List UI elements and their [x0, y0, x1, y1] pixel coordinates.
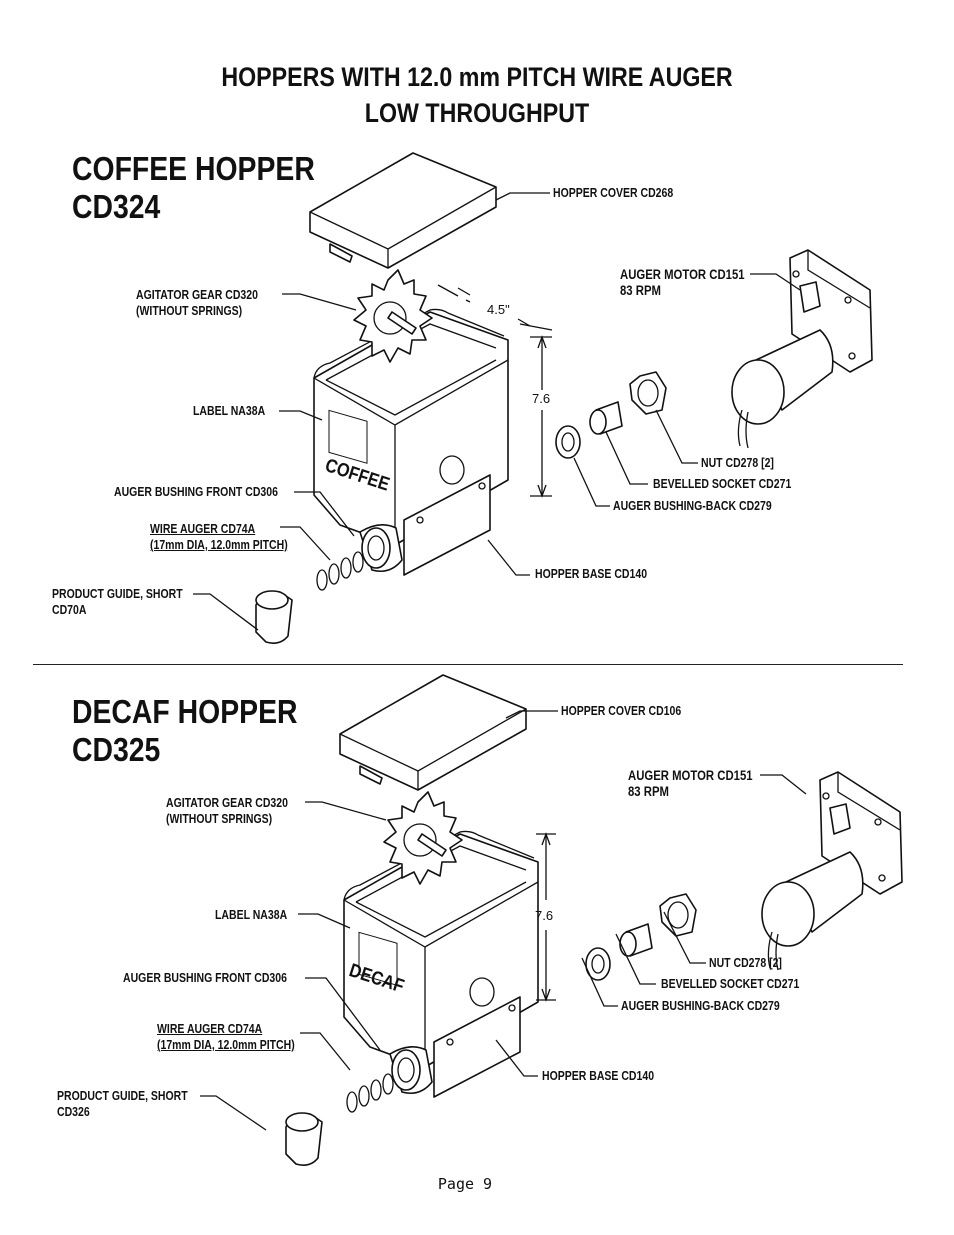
coffee-label-auger-motor: AUGER MOTOR CD151 83 RPM — [620, 267, 745, 299]
decaf-label-label: LABEL NA38A — [215, 908, 288, 922]
coffee-label-bushing-back: AUGER BUSHING-BACK CD279 — [613, 499, 772, 513]
decaf-agitator-gear-line-2: (WITHOUT SPRINGS) — [166, 812, 273, 826]
coffee-label-hopper-cover: HOPPER COVER CD268 — [553, 186, 674, 200]
decaf-wire-auger-line-2: (17mm DIA, 12.0mm PITCH) — [157, 1038, 295, 1052]
coffee-auger-motor-line-2: 83 RPM — [620, 283, 661, 298]
decaf-label-agitator-gear: AGITATOR GEAR CD320 (WITHOUT SPRINGS) — [166, 795, 288, 827]
coffee-heading-name: COFFEE HOPPER — [72, 150, 315, 187]
coffee-wire-auger-line-1: WIRE AUGER CD74A — [150, 522, 256, 536]
decaf-label-auger-motor: AUGER MOTOR CD151 83 RPM — [628, 768, 753, 800]
coffee-agitator-gear-line-1: AGITATOR GEAR CD320 — [136, 288, 258, 302]
coffee-label-hopper-base: HOPPER BASE CD140 — [535, 567, 648, 581]
coffee-auger-motor-line-1: AUGER MOTOR CD151 — [620, 267, 745, 282]
coffee-label-agitator-gear: AGITATOR GEAR CD320 (WITHOUT SPRINGS) — [136, 287, 258, 319]
coffee-leader-lines — [193, 192, 801, 631]
decaf-label-nut: NUT CD278 [2] — [709, 956, 782, 970]
decaf-leader-lines — [200, 710, 807, 1131]
page-title-line-2: LOW THROUGHPUT — [364, 98, 590, 128]
decaf-label-hopper-cover: HOPPER COVER CD106 — [561, 704, 682, 718]
coffee-hopper-heading: COFFEE HOPPER CD324 — [72, 150, 315, 226]
decaf-label-bushing-back: AUGER BUSHING-BACK CD279 — [621, 999, 780, 1013]
coffee-product-guide-line-2: CD70A — [52, 603, 87, 617]
coffee-dimension-height: 7.6 — [532, 391, 551, 406]
page-number: Page 9 — [437, 1175, 493, 1193]
coffee-heading-part: CD324 — [72, 188, 161, 225]
coffee-label-product-guide: PRODUCT GUIDE, SHORT CD70A — [52, 586, 183, 618]
decaf-heading-name: DECAF HOPPER — [72, 693, 298, 730]
coffee-agitator-gear-line-2: (WITHOUT SPRINGS) — [136, 304, 243, 318]
coffee-label-bevelled-socket: BEVELLED SOCKET CD271 — [653, 477, 792, 491]
coffee-wire-auger-line-2: (17mm DIA, 12.0mm PITCH) — [150, 538, 288, 552]
decaf-agitator-gear-line-1: AGITATOR GEAR CD320 — [166, 796, 288, 810]
decaf-product-guide-line-2: CD326 — [57, 1105, 90, 1119]
decaf-label-wire-auger: WIRE AUGER CD74A (17mm DIA, 12.0mm PITCH… — [157, 1021, 295, 1053]
coffee-dimension-width: 4.5" — [487, 302, 510, 317]
coffee-product-guide-line-1: PRODUCT GUIDE, SHORT — [52, 587, 183, 601]
decaf-auger-motor-line-2: 83 RPM — [628, 784, 669, 799]
coffee-label-label: LABEL NA38A — [193, 404, 266, 418]
decaf-auger-motor-line-1: AUGER MOTOR CD151 — [628, 768, 753, 783]
decaf-label-bushing-front: AUGER BUSHING FRONT CD306 — [123, 971, 287, 985]
coffee-label-wire-auger: WIRE AUGER CD74A (17mm DIA, 12.0mm PITCH… — [150, 521, 288, 553]
decaf-heading-part: CD325 — [72, 731, 161, 768]
coffee-label-bushing-front: AUGER BUSHING FRONT CD306 — [114, 485, 278, 499]
decaf-wire-auger-line-1: WIRE AUGER CD74A — [157, 1022, 263, 1036]
decaf-label-product-guide: PRODUCT GUIDE, SHORT CD326 — [57, 1088, 188, 1120]
decaf-assembly-drawing — [285, 674, 903, 1166]
coffee-label-nut: NUT CD278 [2] — [701, 456, 774, 470]
decaf-label-hopper-base: HOPPER BASE CD140 — [542, 1069, 655, 1083]
decaf-hopper-heading: DECAF HOPPER CD325 — [72, 693, 297, 769]
decaf-dimension-height: 7.6 — [535, 908, 554, 923]
decaf-label-bevelled-socket: BEVELLED SOCKET CD271 — [661, 977, 800, 991]
decaf-product-guide-line-1: PRODUCT GUIDE, SHORT — [57, 1089, 188, 1103]
page-title-line-1: HOPPERS WITH 12.0 mm PITCH WIRE AUGER — [221, 62, 733, 92]
section-divider — [33, 664, 903, 665]
